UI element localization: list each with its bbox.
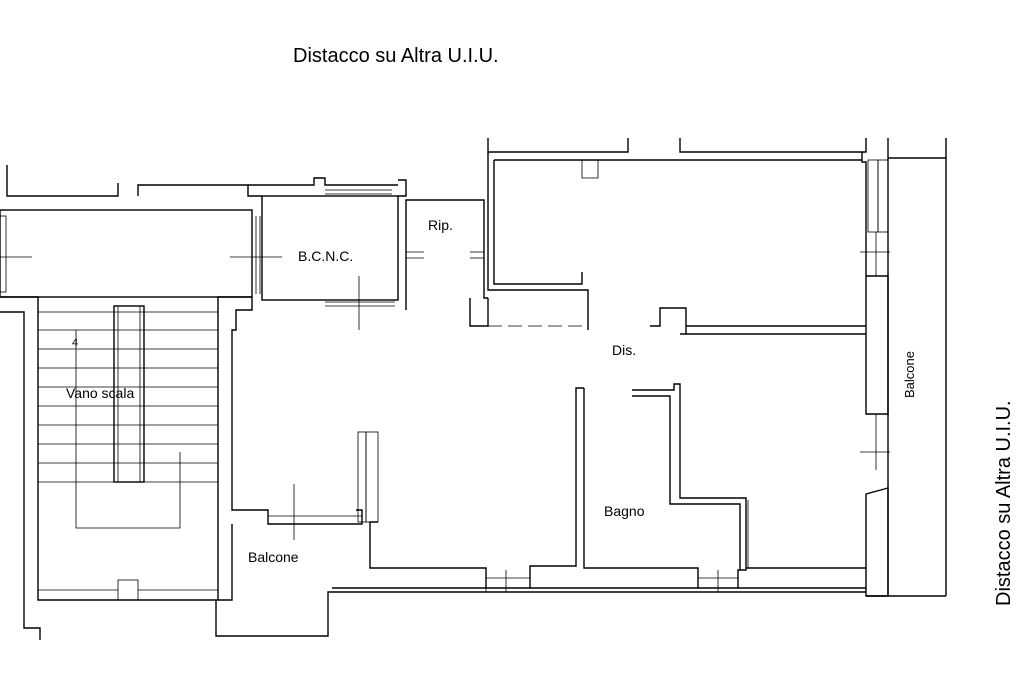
right-external-wall bbox=[860, 152, 947, 597]
stair-step-number: 4 bbox=[72, 337, 78, 349]
rip-closet bbox=[405, 199, 488, 310]
stairwell bbox=[0, 209, 282, 640]
bottom-external-wall bbox=[215, 570, 888, 637]
room-label-bagno: Bagno bbox=[604, 503, 645, 519]
bagno-walls bbox=[529, 383, 866, 588]
top-distance-note: Distacco su Altra U.I.U. bbox=[293, 45, 499, 67]
room-label-bcnc: B.C.N.C. bbox=[298, 248, 353, 264]
room-label-dis: Dis. bbox=[612, 342, 636, 358]
top-neighbour-walls bbox=[6, 138, 947, 198]
bcnc-room bbox=[255, 179, 407, 330]
top-right-room bbox=[469, 159, 866, 335]
room-label-rip: Rip. bbox=[428, 217, 453, 233]
room-label-balcone-bottom: Balcone bbox=[248, 549, 299, 565]
room-label-vano-scala: Vano scala bbox=[66, 385, 134, 401]
room-label-balcone-right: Balcone bbox=[902, 351, 917, 398]
side-distance-note: Distacco su Altra U.I.U. bbox=[993, 400, 1015, 606]
